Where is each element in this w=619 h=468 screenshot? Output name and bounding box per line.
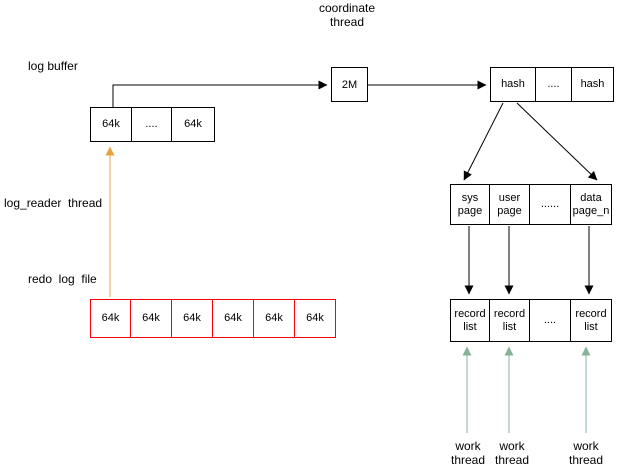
hash-cell-1: hash — [572, 67, 614, 102]
arrow-hash-to-syspage — [463, 102, 504, 181]
label-work-thread-3: work thread — [568, 439, 604, 467]
label-work-thread-1: work thread — [450, 439, 486, 467]
record-cell-1: record list — [490, 299, 530, 342]
redo-cell-4: 64k — [254, 299, 295, 338]
hash-cell-0: hash — [490, 67, 536, 102]
page-cell-data-n: data page_n — [571, 184, 612, 225]
page-cell-ellipsis: ...... — [530, 184, 571, 225]
redo-cell-5: 64k — [295, 299, 336, 338]
record-list-table: record list record list .... record list — [450, 299, 612, 342]
log-buffer-table: 64k .... 64k — [90, 107, 215, 142]
redo-cell-0: 64k — [90, 299, 131, 338]
page-cell-user: user page — [490, 184, 530, 225]
node-2m-buffer: 2M — [331, 67, 368, 102]
record-cell-ellipsis: .... — [530, 299, 571, 342]
page-cell-sys: sys page — [450, 184, 490, 225]
hash-cell-ellipsis: .... — [536, 67, 572, 102]
log-buffer-cell-1: 64k — [172, 107, 215, 142]
label-work-thread-2: work thread — [494, 439, 530, 467]
page-table: sys page user page ...... data page_n — [450, 184, 612, 225]
label-redo-log-file: redo log file — [28, 272, 97, 286]
redo-cell-3: 64k — [213, 299, 254, 338]
record-cell-0: record list — [450, 299, 490, 342]
redo-log-table: 64k 64k 64k 64k 64k 64k — [90, 299, 336, 338]
redo-cell-1: 64k — [131, 299, 172, 338]
log-buffer-cell-ellipsis: .... — [132, 107, 172, 142]
hash-table: hash .... hash — [490, 67, 614, 102]
label-coordinate-thread: coordinate thread — [318, 1, 376, 29]
record-cell-n: record list — [571, 299, 612, 342]
redo-cell-2: 64k — [172, 299, 213, 338]
label-log-buffer: log buffer — [28, 59, 78, 73]
arrow-logbuffer-to-2m — [112, 80, 328, 107]
arrow-hash-to-datapage — [516, 102, 598, 181]
label-log-reader-thread: log_reader thread — [4, 196, 103, 210]
log-buffer-cell-0: 64k — [90, 107, 132, 142]
